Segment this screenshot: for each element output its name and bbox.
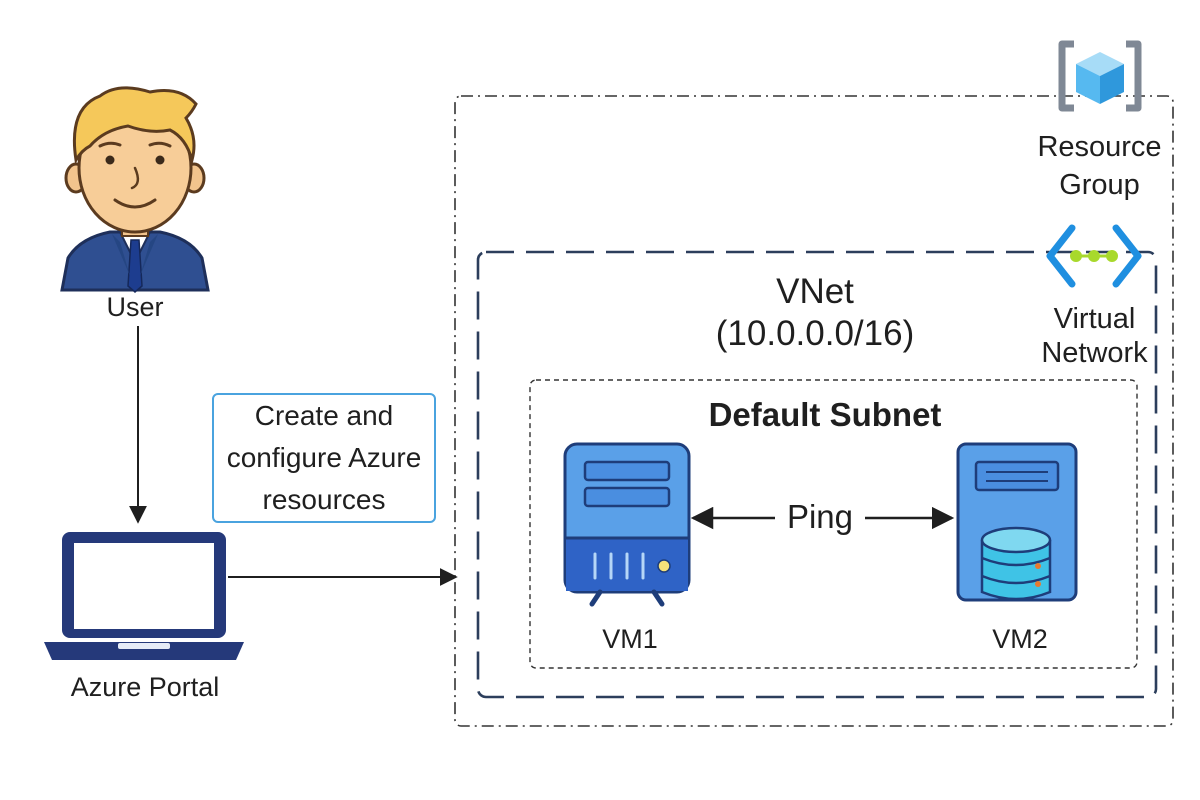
vnet-cidr: (10.0.0.0/16) xyxy=(715,314,915,353)
database-server-icon xyxy=(956,442,1078,602)
resource-group-cube-icon xyxy=(1058,40,1142,112)
ping-label: Ping xyxy=(775,498,865,536)
virtual-network-icon xyxy=(1046,224,1142,288)
user-label: User xyxy=(106,292,164,322)
subnet-label: Default Subnet xyxy=(708,396,942,433)
vnet-boundary xyxy=(476,250,1158,699)
vm1-label: VM1 xyxy=(602,624,658,654)
note-text: Create and configure Azure resources xyxy=(226,400,422,515)
resource-group-boundary xyxy=(454,95,1174,727)
subnet-boundary xyxy=(529,379,1138,669)
vnet-title: VNet xyxy=(776,272,854,311)
user-avatar-icon xyxy=(60,86,210,293)
resource-group-label: Resource Group xyxy=(1037,131,1162,201)
azure-portal-label: Azure Portal xyxy=(70,672,220,702)
vm2-label: VM2 xyxy=(992,624,1048,654)
laptop-icon xyxy=(44,532,244,660)
server-icon xyxy=(563,442,691,607)
virtual-network-label: Virtual Network xyxy=(1041,303,1148,369)
create-configure-note: Create and configure Azure resources xyxy=(212,393,436,523)
